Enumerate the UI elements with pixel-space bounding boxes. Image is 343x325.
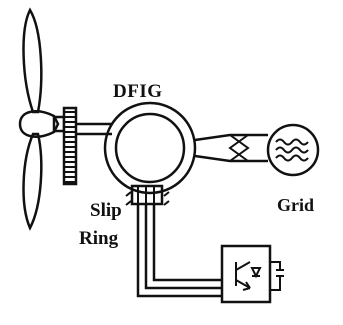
grid-sine-icon [266, 123, 320, 177]
slip-ring-label-line2: Ring [79, 228, 119, 249]
blade-bottom [22, 132, 43, 231]
blade-top [22, 7, 43, 114]
grid-label: Grid [277, 195, 315, 215]
slip-ring-label-line1: Slip [90, 200, 122, 221]
hub [18, 110, 60, 138]
turbine-rotor-icon [18, 7, 66, 231]
converter-igbt-icon [220, 244, 284, 304]
rotor-converter-line [136, 204, 222, 298]
slip-ring-icon [125, 184, 170, 206]
generator-label: DFIG [113, 81, 163, 102]
dfig-generator-icon [103, 101, 197, 195]
gearbox-icon [62, 106, 78, 186]
